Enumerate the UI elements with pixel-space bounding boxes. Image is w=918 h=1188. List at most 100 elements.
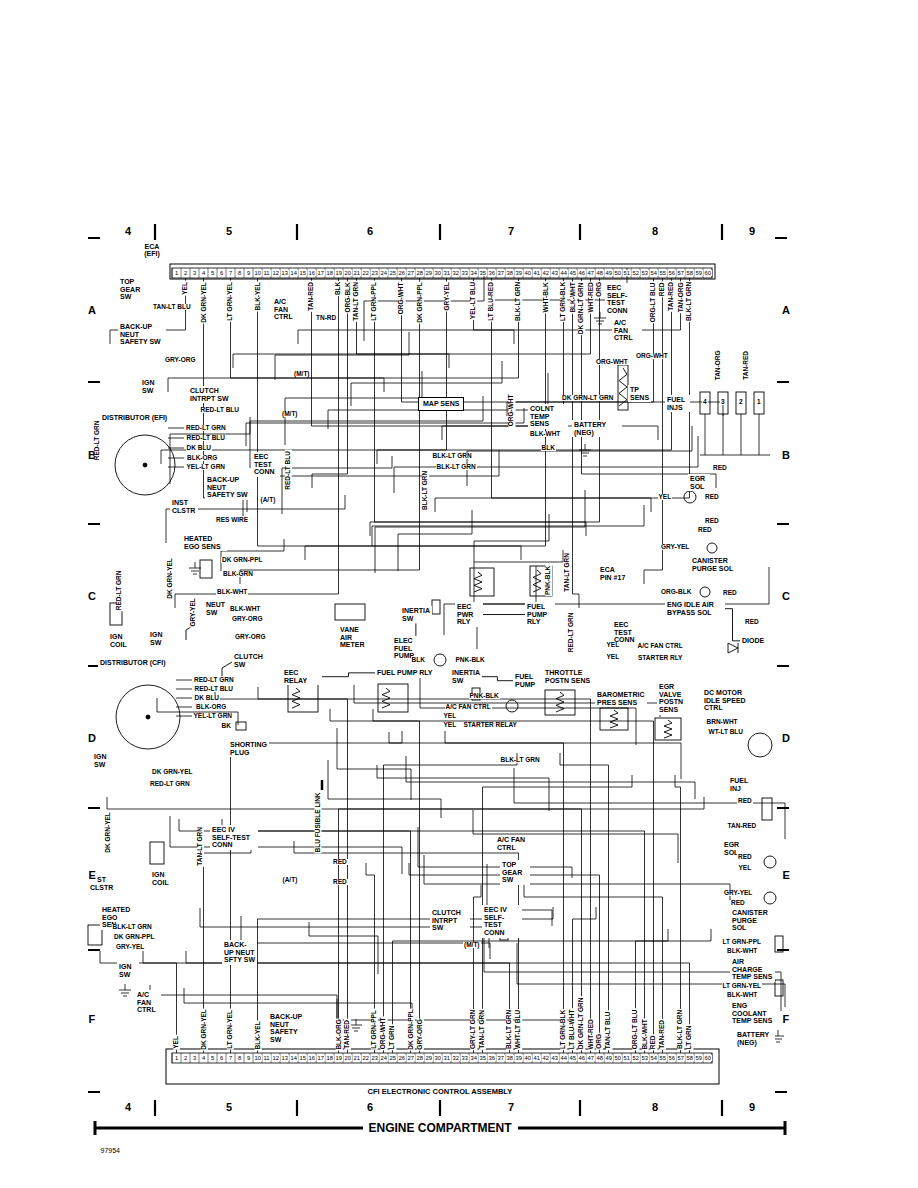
- wire: [241, 943, 490, 944]
- component-label: DISTRIBUTOR (CFI): [98, 658, 168, 668]
- resistor-symbol: [382, 688, 390, 708]
- component-name: TOP GEAR SW: [120, 278, 146, 301]
- wire: [199, 268, 200, 278]
- wire-label: BLK-WHT: [726, 948, 758, 955]
- meter-symbol: [335, 604, 365, 620]
- wire-connector: [322, 673, 375, 677]
- component-label: EEC PWR RLY: [455, 602, 483, 627]
- connector-pins: [172, 1053, 712, 1063]
- pin-number: 60: [704, 1055, 712, 1061]
- component-name: BACK-UP NEUT SAFETY SW: [207, 476, 251, 499]
- wire-label: PNK-BLK: [469, 693, 500, 700]
- component-label: TOP GEAR SW: [500, 860, 530, 885]
- grid-ref: 8: [651, 226, 659, 238]
- wire: [435, 498, 690, 499]
- component-name: A/C FAN CTRL: [274, 298, 300, 321]
- wire-color: BLK-LT GRN: [686, 281, 693, 322]
- wire: [439, 224, 441, 240]
- wire-label: BRN-WHT: [706, 719, 739, 726]
- wire-label: YEL-LT GRN: [186, 464, 227, 471]
- wire-color: LT GRN-YEL: [227, 1009, 234, 1050]
- wire: [393, 941, 669, 942]
- wire: [418, 867, 572, 868]
- wire-color: ORG-WHT: [380, 1016, 387, 1050]
- wire-label: RED: [704, 494, 720, 501]
- wire-label: TAN-RED: [727, 823, 758, 830]
- solenoid-symbol: [707, 543, 717, 553]
- wire: [312, 474, 348, 475]
- wire-label: RED: [730, 900, 746, 907]
- wire-label: GRY-YEL: [723, 890, 753, 897]
- component-label: A/C FAN CTRL: [272, 297, 302, 322]
- wire: [573, 919, 597, 920]
- pump-symbol: [506, 700, 518, 712]
- wire-color: DK GRN-YEL: [200, 281, 207, 323]
- wire: [658, 426, 659, 440]
- wire: [474, 562, 563, 563]
- wire: [161, 450, 672, 451]
- grid-ref: E: [782, 870, 791, 882]
- wire: [258, 687, 259, 699]
- wire: [596, 321, 604, 322]
- injector-symbol: [754, 392, 764, 414]
- wire: [176, 716, 192, 717]
- wire-label: ORG-WHT: [508, 393, 515, 427]
- wire: [305, 546, 546, 547]
- wire-label: RED: [744, 619, 760, 626]
- pin-number: 28: [416, 1055, 424, 1061]
- resistor-symbol: [474, 572, 482, 592]
- wire: [110, 330, 111, 344]
- wire-color: ORG-LT BLU: [632, 1008, 639, 1050]
- wire: [472, 510, 473, 534]
- wire: [721, 224, 723, 240]
- pin-number: 8: [237, 1055, 242, 1061]
- pin-number: 14: [290, 270, 298, 276]
- wire-label: TN-RD: [315, 315, 337, 322]
- wire: [337, 769, 411, 770]
- pin-number: 15: [299, 1055, 307, 1061]
- wire-label: YEL: [606, 654, 621, 661]
- plug-symbol: [236, 722, 246, 730]
- wire: [723, 414, 724, 455]
- wire-color: WHT-LT BLU: [515, 1009, 522, 1050]
- wire: [233, 354, 234, 368]
- wire: [378, 936, 379, 974]
- wire-label: BLK-LT GRN: [432, 453, 473, 460]
- component-label: FUEL PUMP: [513, 672, 541, 689]
- wire-color: GRY-ORG: [416, 1018, 423, 1050]
- grid-ref: 6: [366, 226, 374, 238]
- wire: [222, 831, 645, 832]
- component-label: BATTERY (NEG): [572, 420, 622, 437]
- wire: [481, 885, 482, 897]
- pin-number: 43: [551, 270, 559, 276]
- wire-color: BLK-WHT: [641, 1018, 648, 1050]
- wire-label: RED: [722, 590, 738, 597]
- wire: [181, 1053, 182, 1063]
- wire: [644, 570, 645, 584]
- pin-number: 55: [659, 1055, 667, 1061]
- pin-number: 26: [398, 270, 406, 276]
- wire: [247, 498, 248, 512]
- wire: [168, 448, 184, 449]
- component-label: NEUT SW: [204, 600, 227, 617]
- pin-number: 36: [488, 270, 496, 276]
- pin-number: 49: [605, 1055, 613, 1061]
- wire: [563, 743, 564, 1053]
- pin-number: 52: [632, 1055, 640, 1061]
- wire: [370, 522, 371, 536]
- wire: [176, 680, 192, 681]
- wire: [88, 523, 100, 525]
- wire: [573, 594, 580, 595]
- grid-ref: 7: [507, 226, 515, 238]
- wire: [583, 456, 587, 457]
- switch-symbol: [222, 662, 232, 676]
- wire-color: LT GRN-PPL: [371, 1009, 378, 1050]
- resistor-symbol: [610, 710, 618, 728]
- wire: [600, 312, 601, 318]
- wire: [356, 1019, 357, 1025]
- wire-label: DK GRN-YEL: [151, 769, 193, 776]
- wire: [598, 324, 602, 325]
- component-label: MAP SENS: [418, 397, 464, 411]
- wire: [88, 237, 100, 239]
- wire: [377, 765, 378, 778]
